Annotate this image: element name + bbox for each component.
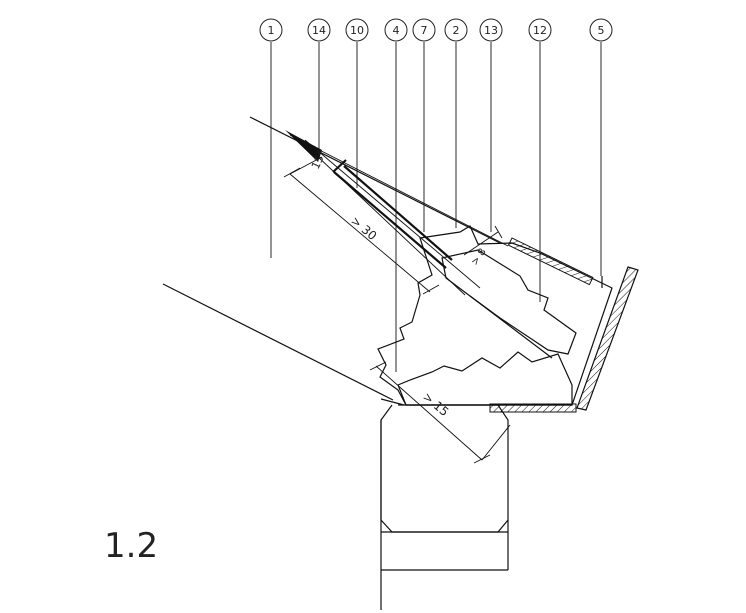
lower-roof-line <box>162 283 394 401</box>
fill-mass <box>377 225 613 406</box>
section-label: 1.2 <box>104 526 158 566</box>
dim-15-line <box>375 365 483 461</box>
dim-30-text: > 30 <box>348 214 379 243</box>
column-wedge-left <box>380 398 405 406</box>
dim-30-line <box>289 173 431 293</box>
dim-15-ext <box>481 424 511 461</box>
layer-line-b <box>299 139 466 296</box>
callout-bubble-14: 14 <box>307 18 331 42</box>
callout-label: 5 <box>598 24 605 37</box>
callout-bubble-1: 1 <box>259 18 283 42</box>
dim-8-tick <box>494 225 503 239</box>
callout-label: 4 <box>393 24 400 37</box>
callout-label: 12 <box>533 24 547 37</box>
callout-bubble-4: 4 <box>384 18 408 42</box>
membrane-strip <box>333 171 447 269</box>
gutter-top <box>507 237 594 286</box>
dim-15-tick-b <box>473 454 491 464</box>
dim-8-line <box>463 231 499 256</box>
callout-label: 7 <box>421 24 428 37</box>
callout-label: 14 <box>312 24 326 37</box>
callout-bubble-12: 12 <box>528 18 552 42</box>
inner-slab-edge <box>469 295 553 359</box>
callout-bubble-7: 7 <box>412 18 436 42</box>
dim-15-text: > 15 <box>420 390 451 419</box>
callout-label: 1 <box>268 24 275 37</box>
callout-label: 10 <box>350 24 364 37</box>
callout-label: 13 <box>484 24 498 37</box>
callout-label: 2 <box>453 24 460 37</box>
callout-bubble-2: 2 <box>444 18 468 42</box>
layer-line-c <box>304 139 481 289</box>
dim-30-tick-b <box>422 284 440 295</box>
callout-bubble-13: 13 <box>479 18 503 42</box>
column-outline <box>380 404 509 533</box>
layer-line-a <box>289 134 509 247</box>
wavy-boundary <box>397 351 573 406</box>
dim-30-ext <box>289 156 323 175</box>
membrane-strip-2 <box>343 165 453 261</box>
callout-bubble-5: 5 <box>589 18 613 42</box>
dim-15-tick-a <box>369 361 387 371</box>
gutter-base <box>489 403 577 413</box>
sealant-wedge <box>285 130 322 162</box>
callout-bubble-10: 10 <box>345 18 369 42</box>
gutter-wall <box>576 266 639 411</box>
upper-roof-line <box>249 116 501 244</box>
